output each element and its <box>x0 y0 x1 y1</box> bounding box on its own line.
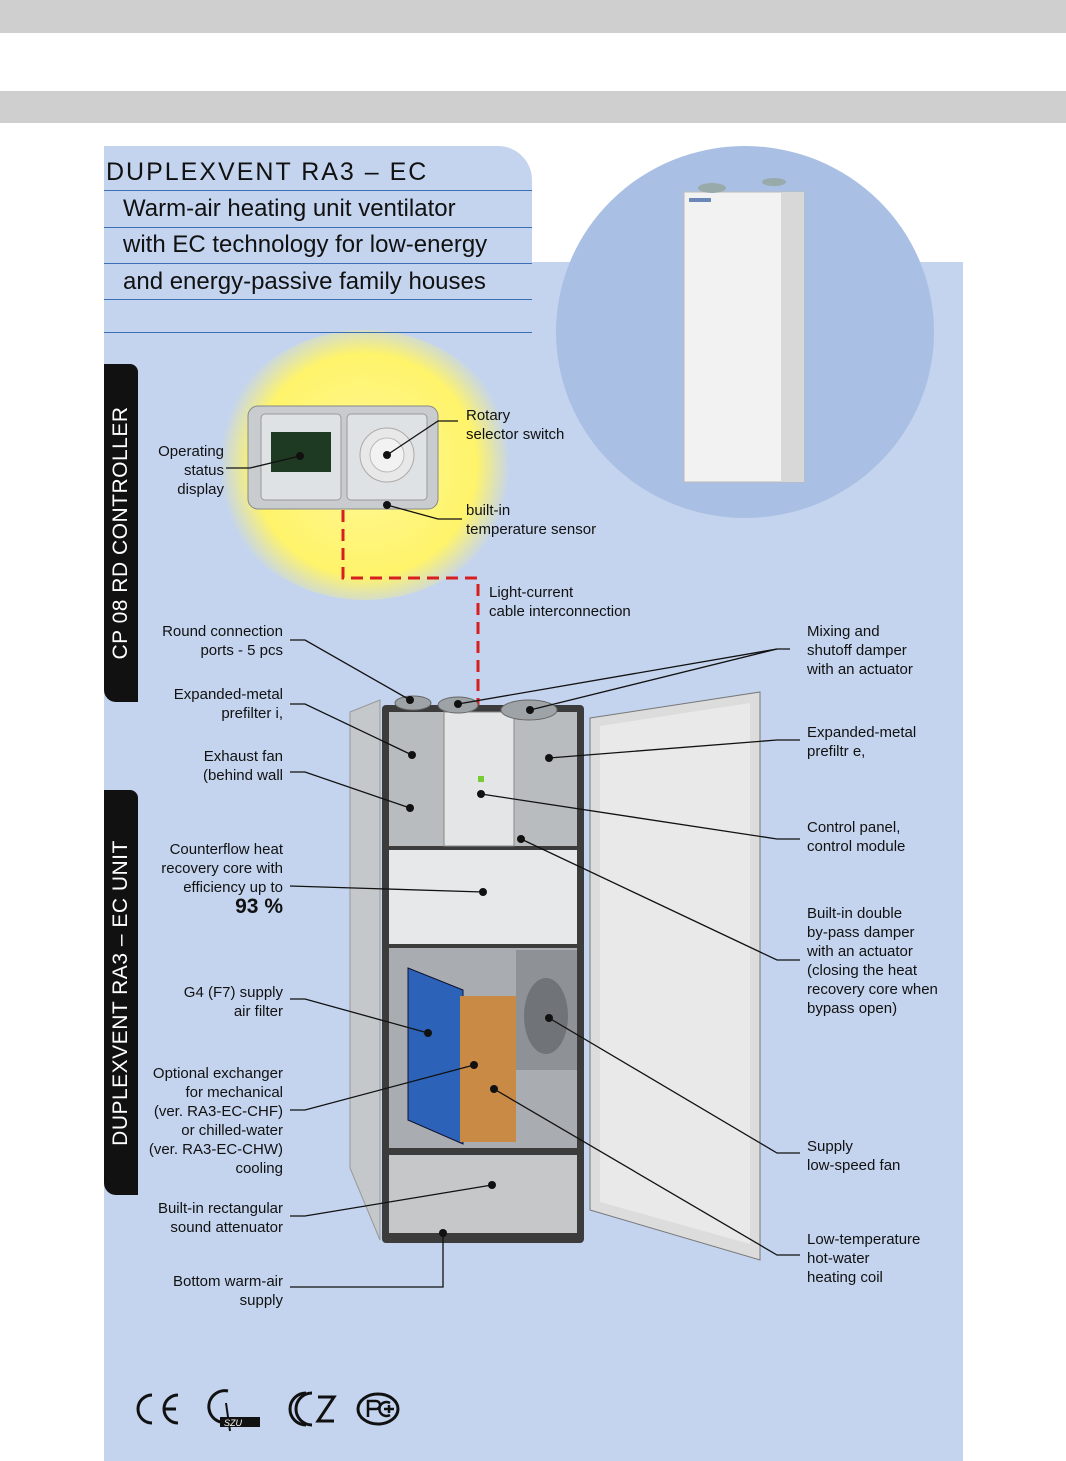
label-control-panel: Control panel,control module <box>807 819 906 855</box>
unit-photo-circle <box>556 146 934 518</box>
cz-certification-logo <box>288 1391 337 1427</box>
title-box <box>104 146 532 336</box>
subtitle-rule-2 <box>104 263 532 264</box>
open-unit <box>349 691 761 1261</box>
svg-text:SZU: SZU <box>224 1418 243 1428</box>
szu-logo: SZU <box>207 1389 260 1432</box>
unit-side-tab: DUPLEXVENT RA3 – EC UNIT <box>104 790 138 1195</box>
subtitle-line-3: and energy-passive family houses <box>123 268 486 295</box>
efficiency-value: 93 % <box>235 895 283 918</box>
closed-unit-illustration <box>683 178 805 483</box>
ce-mark-logo <box>136 1393 179 1425</box>
subtitle-line-1: Warm-air heating unit ventilator <box>123 195 456 222</box>
pct-certification-logo <box>356 1392 400 1426</box>
controller-device <box>247 405 439 510</box>
subtitle-rule-4 <box>104 332 532 333</box>
certification-logos: SZU <box>130 1385 402 1433</box>
product-title: DUPLEXVENT RA3 – EC <box>106 158 429 186</box>
title-rule <box>104 190 532 191</box>
second-gray-band <box>0 91 1066 123</box>
subtitle-rule-1 <box>104 227 532 228</box>
subtitle-rule-3 <box>104 299 532 300</box>
label-exhaust-fan: Exhaust fan(behind wall <box>202 748 283 784</box>
controller-side-tab: CP 08 RD CONTROLLER <box>104 364 138 702</box>
top-gray-band <box>0 0 1066 33</box>
subtitle-line-2: with EC technology for low-energy <box>123 231 488 258</box>
